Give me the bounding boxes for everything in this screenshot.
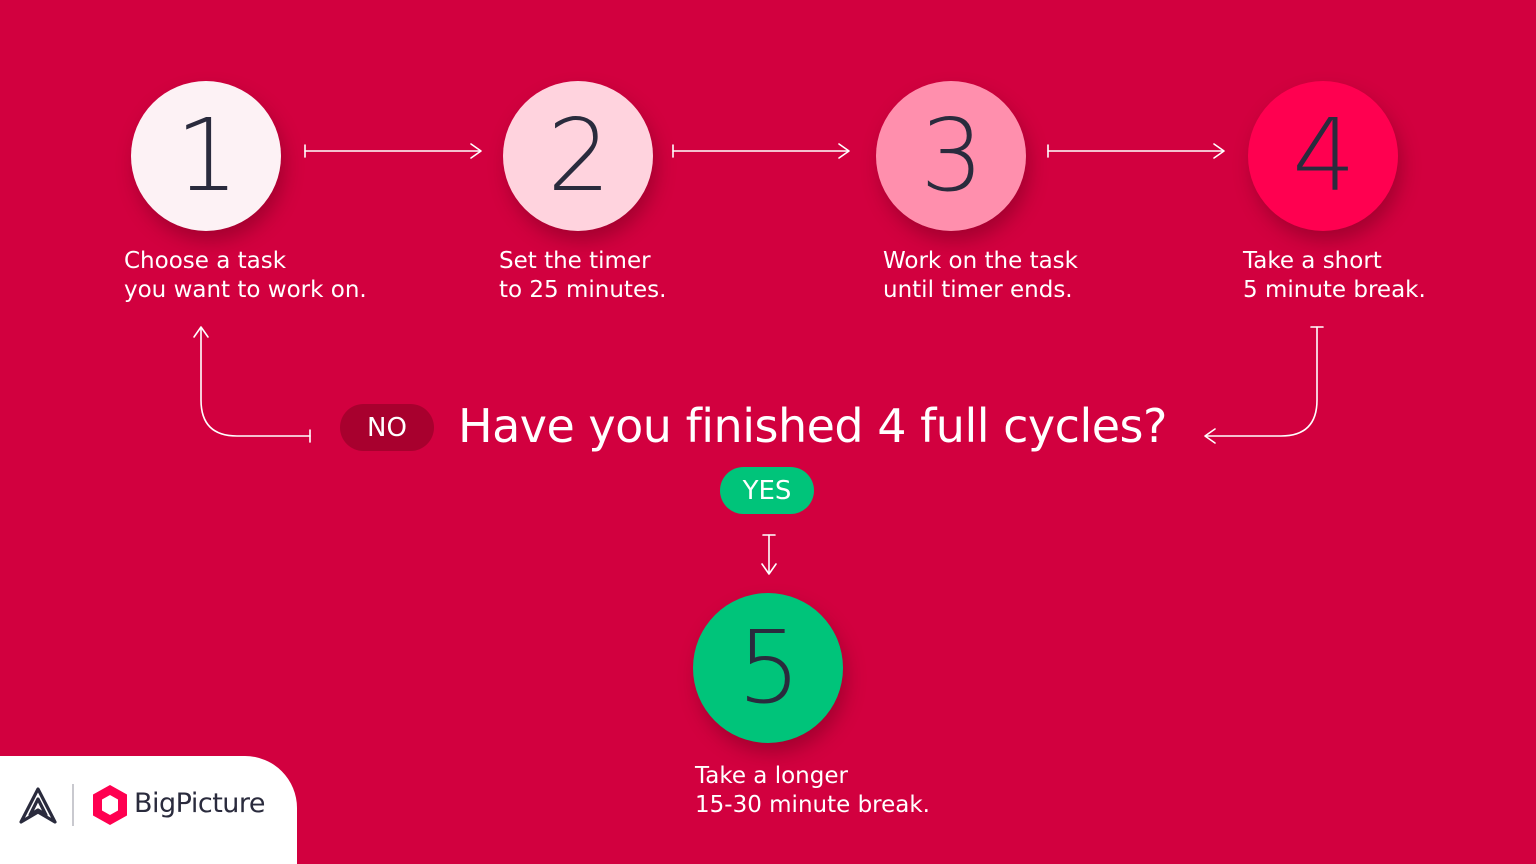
arrow-step2-to-step3 — [672, 143, 850, 159]
step-2-line-2: to 25 minutes. — [499, 277, 667, 303]
arrow-step4-to-question — [1204, 326, 1324, 444]
step-5-number: 5 — [737, 609, 801, 726]
step-4-number: 4 — [1292, 97, 1356, 214]
step-1-circle: 1 — [131, 81, 281, 231]
decision-question: Have you finished 4 full cycles? — [458, 399, 1167, 453]
step-3-description: Work on the task until timer ends. — [883, 247, 1078, 305]
step-3-line-2: until timer ends. — [883, 277, 1073, 303]
branding-panel: BigPicture — [0, 756, 297, 864]
yes-pill: YES — [720, 467, 814, 514]
step-4-line-1: Take a short — [1243, 248, 1382, 274]
step-2-line-1: Set the timer — [499, 248, 651, 274]
bigpicture-hexagon-icon — [93, 785, 127, 825]
step-4-description: Take a short 5 minute break. — [1243, 247, 1426, 305]
step-5-description: Take a longer 15-30 minute break. — [695, 762, 930, 820]
arrow-step3-to-step4 — [1047, 143, 1225, 159]
step-2-circle: 2 — [503, 81, 653, 231]
bigpicture-logo-text: BigPicture — [134, 788, 266, 819]
step-2-number: 2 — [547, 97, 611, 214]
step-4-line-2: 5 minute break. — [1243, 277, 1426, 303]
step-3-circle: 3 — [876, 81, 1026, 231]
step-1-number: 1 — [175, 97, 239, 214]
arrow-step1-to-step2 — [304, 143, 482, 159]
step-3-line-1: Work on the task — [883, 248, 1078, 274]
step-1-line-2: you want to work on. — [124, 277, 367, 303]
no-pill: NO — [340, 404, 434, 451]
step-1-description: Choose a task you want to work on. — [124, 247, 367, 305]
step-3-number: 3 — [920, 97, 984, 214]
atlassian-marketplace-icon — [19, 787, 57, 824]
step-4-circle: 4 — [1248, 81, 1398, 231]
step-5-line-1: Take a longer — [695, 763, 848, 789]
arrow-no-to-step1 — [193, 326, 311, 443]
logo-divider — [72, 784, 74, 826]
step-2-description: Set the timer to 25 minutes. — [499, 247, 666, 305]
step-1-line-1: Choose a task — [124, 248, 287, 274]
arrow-yes-to-step5 — [761, 534, 777, 575]
step-5-circle: 5 — [693, 593, 843, 743]
step-5-line-2: 15-30 minute break. — [695, 792, 930, 818]
